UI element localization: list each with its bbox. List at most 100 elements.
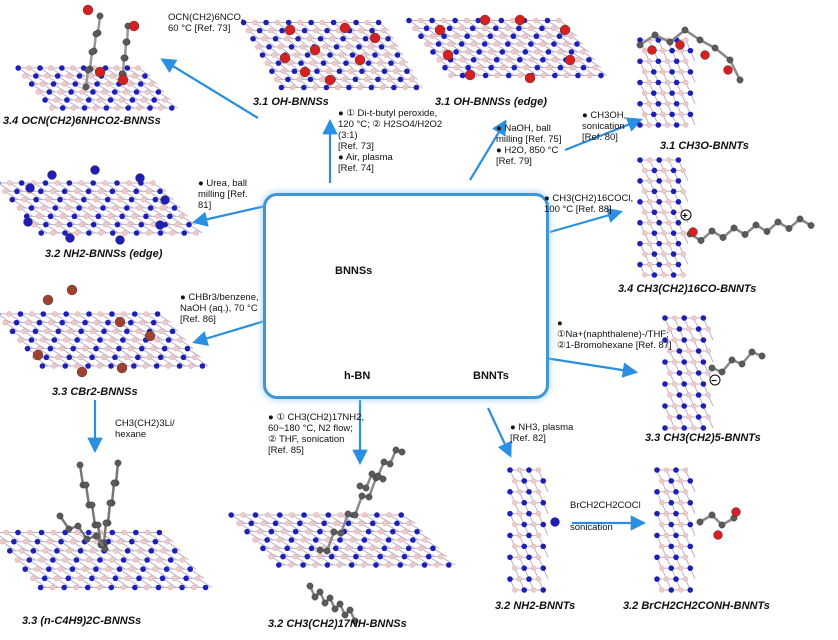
hydroxyl-o	[299, 66, 311, 78]
bromine	[144, 330, 156, 342]
conditions-cbr: ● CHBr3/benzene,NaOH (aq.), 70 °C[Ref. 8…	[180, 292, 259, 325]
condition-line	[570, 511, 641, 522]
edge-o	[479, 14, 491, 26]
alkyl-chain-3	[306, 582, 359, 625]
c5-tube	[662, 315, 714, 431]
condition-line: NaOH (aq.), 70 °C	[180, 303, 258, 314]
ocn-chain-1	[82, 12, 104, 91]
cbr2-sheet	[0, 311, 209, 369]
product-nh2-bnnss-edge: 3.2 NH2-BNNSs (edge)	[45, 248, 163, 260]
condition-line: CH3(CH2)3Li/	[115, 418, 175, 429]
amide-o	[713, 530, 723, 540]
hbn-label: h-BN	[344, 370, 371, 382]
carbanion-sign: −	[711, 376, 717, 387]
amine-n	[550, 517, 560, 527]
conditions-c5: ●①Na+(naphthalene)-/THF;②1-Bromohexane […	[557, 318, 672, 351]
bromine	[116, 362, 128, 374]
c4-sheet	[0, 529, 212, 591]
carbocation-charge	[680, 209, 692, 221]
product-c17-bnnss: 3.2 CH3(CH2)17NH-BNNSs	[268, 618, 407, 630]
arrow-to-ocn	[160, 58, 259, 119]
product-nh2-bnnts: 3.2 NH2-BNNTs	[495, 600, 576, 612]
condition-line: 60~180 °C, N2 flow;	[268, 423, 353, 434]
ocn-oxygen-4	[117, 74, 129, 86]
edge-n	[115, 235, 125, 245]
edge-o	[564, 54, 576, 66]
c5-chain	[708, 348, 766, 376]
bnnts-label: BNNTs	[473, 370, 509, 382]
arrow-to-cbr2	[192, 318, 269, 346]
condition-line: ● CH3(CH2)16COCl,	[544, 193, 634, 204]
hydroxyl-o	[369, 32, 381, 44]
condition-line: ●	[557, 318, 563, 329]
arrow-to-c16	[549, 207, 623, 234]
edge-n	[160, 195, 170, 205]
conditions-br: BrCH2CH2COCl sonication	[570, 500, 641, 533]
conditions-oh: ● ① Di-t-butyl peroxide,120 °C; ② H2SO4/…	[338, 108, 442, 174]
edge-n	[135, 173, 145, 183]
condition-line: ● CHBr3/benzene,	[180, 292, 259, 303]
c17-sheet	[228, 512, 456, 568]
edge-o	[434, 24, 446, 36]
condition-line: ● ① Di-t-butyl peroxide,	[338, 108, 438, 119]
condition-line: ②1-Bromohexane [Ref. 87]	[557, 340, 672, 351]
condition-line: [Ref. 80]	[582, 132, 618, 143]
edge-o	[442, 49, 454, 61]
condition-line: [Ref. 79]	[496, 156, 532, 167]
conditions-ocn: OCN(CH2)6NCO,60 °C [Ref. 73]	[168, 12, 243, 34]
ocn-oxygen-3	[94, 66, 106, 78]
arrow-to-oh-edge	[469, 119, 507, 181]
carbocation-sign: +	[682, 211, 688, 222]
product-c4-bnnss: 3.3 (n-C4H9)2C-BNNSs	[22, 615, 142, 627]
c16-tube	[637, 157, 689, 278]
condition-line: ② THF, sonication	[268, 434, 345, 445]
edge-n	[65, 233, 75, 243]
bromine	[76, 366, 88, 378]
arrow-to-nh2-edge	[191, 203, 271, 227]
amide-chain	[696, 511, 738, 529]
condition-line: BrCH2CH2COCl	[570, 500, 641, 511]
edge-n	[23, 217, 33, 227]
condition-line: sonication	[570, 522, 613, 533]
condition-line: ● NH3, plasma	[510, 422, 574, 433]
condition-line: milling [Ref. 75]	[496, 134, 562, 145]
bromine	[114, 316, 126, 328]
conditions-buli: CH3(CH2)3Li/hexane	[115, 418, 175, 440]
ocn-oxygen	[82, 4, 94, 16]
condition-line: [Ref. 86]	[180, 314, 216, 325]
alkyl-chain-1	[316, 474, 387, 555]
condition-line: (3:1)	[338, 130, 358, 141]
condition-line: ● Urea, ball	[198, 178, 248, 189]
ocn-sheet	[15, 65, 178, 111]
methoxy-o	[675, 40, 685, 50]
product-cbr2-bnnss: 3.3 CBr2-BNNSs	[52, 386, 138, 398]
condition-line: ● ① CH3(CH2)17NH2,	[268, 412, 365, 423]
nh2-edge-sheet	[0, 180, 203, 236]
hydroxyl-o	[284, 24, 296, 36]
condition-line: OCN(CH2)6NCO,	[168, 12, 244, 23]
hydroxyl-o	[354, 54, 366, 66]
methoxy-o	[647, 45, 657, 55]
condition-line: 100 °C [Ref. 88]	[544, 204, 612, 215]
ocn-oxygen-2	[128, 20, 140, 32]
amide-o-2	[731, 507, 741, 517]
methoxy-groups	[636, 26, 744, 84]
bromine	[42, 294, 54, 306]
product-ocn-bnnss: 3.4 OCN(CH2)6NHCO2-BNNSs	[3, 115, 161, 127]
condition-line: sonication	[582, 121, 625, 132]
butyl-chain-2	[98, 459, 122, 547]
condition-line: ● Air, plasma	[338, 152, 393, 163]
condition-line: milling [Ref.	[198, 189, 248, 200]
arrow-to-c5	[544, 356, 639, 378]
nh2-tube	[507, 467, 549, 593]
bnnss-label: BNNSs	[335, 265, 373, 277]
c16-oxygen	[688, 227, 698, 237]
br-tube	[654, 467, 696, 593]
condition-line: 81]	[198, 200, 212, 211]
condition-line: ● NaOH, ball	[496, 123, 551, 134]
conditions-nh3: ● NH3, plasma[Ref. 82]	[510, 422, 573, 444]
hydroxyl-o	[324, 74, 336, 86]
condition-line: ● CH3OH,	[582, 110, 627, 121]
